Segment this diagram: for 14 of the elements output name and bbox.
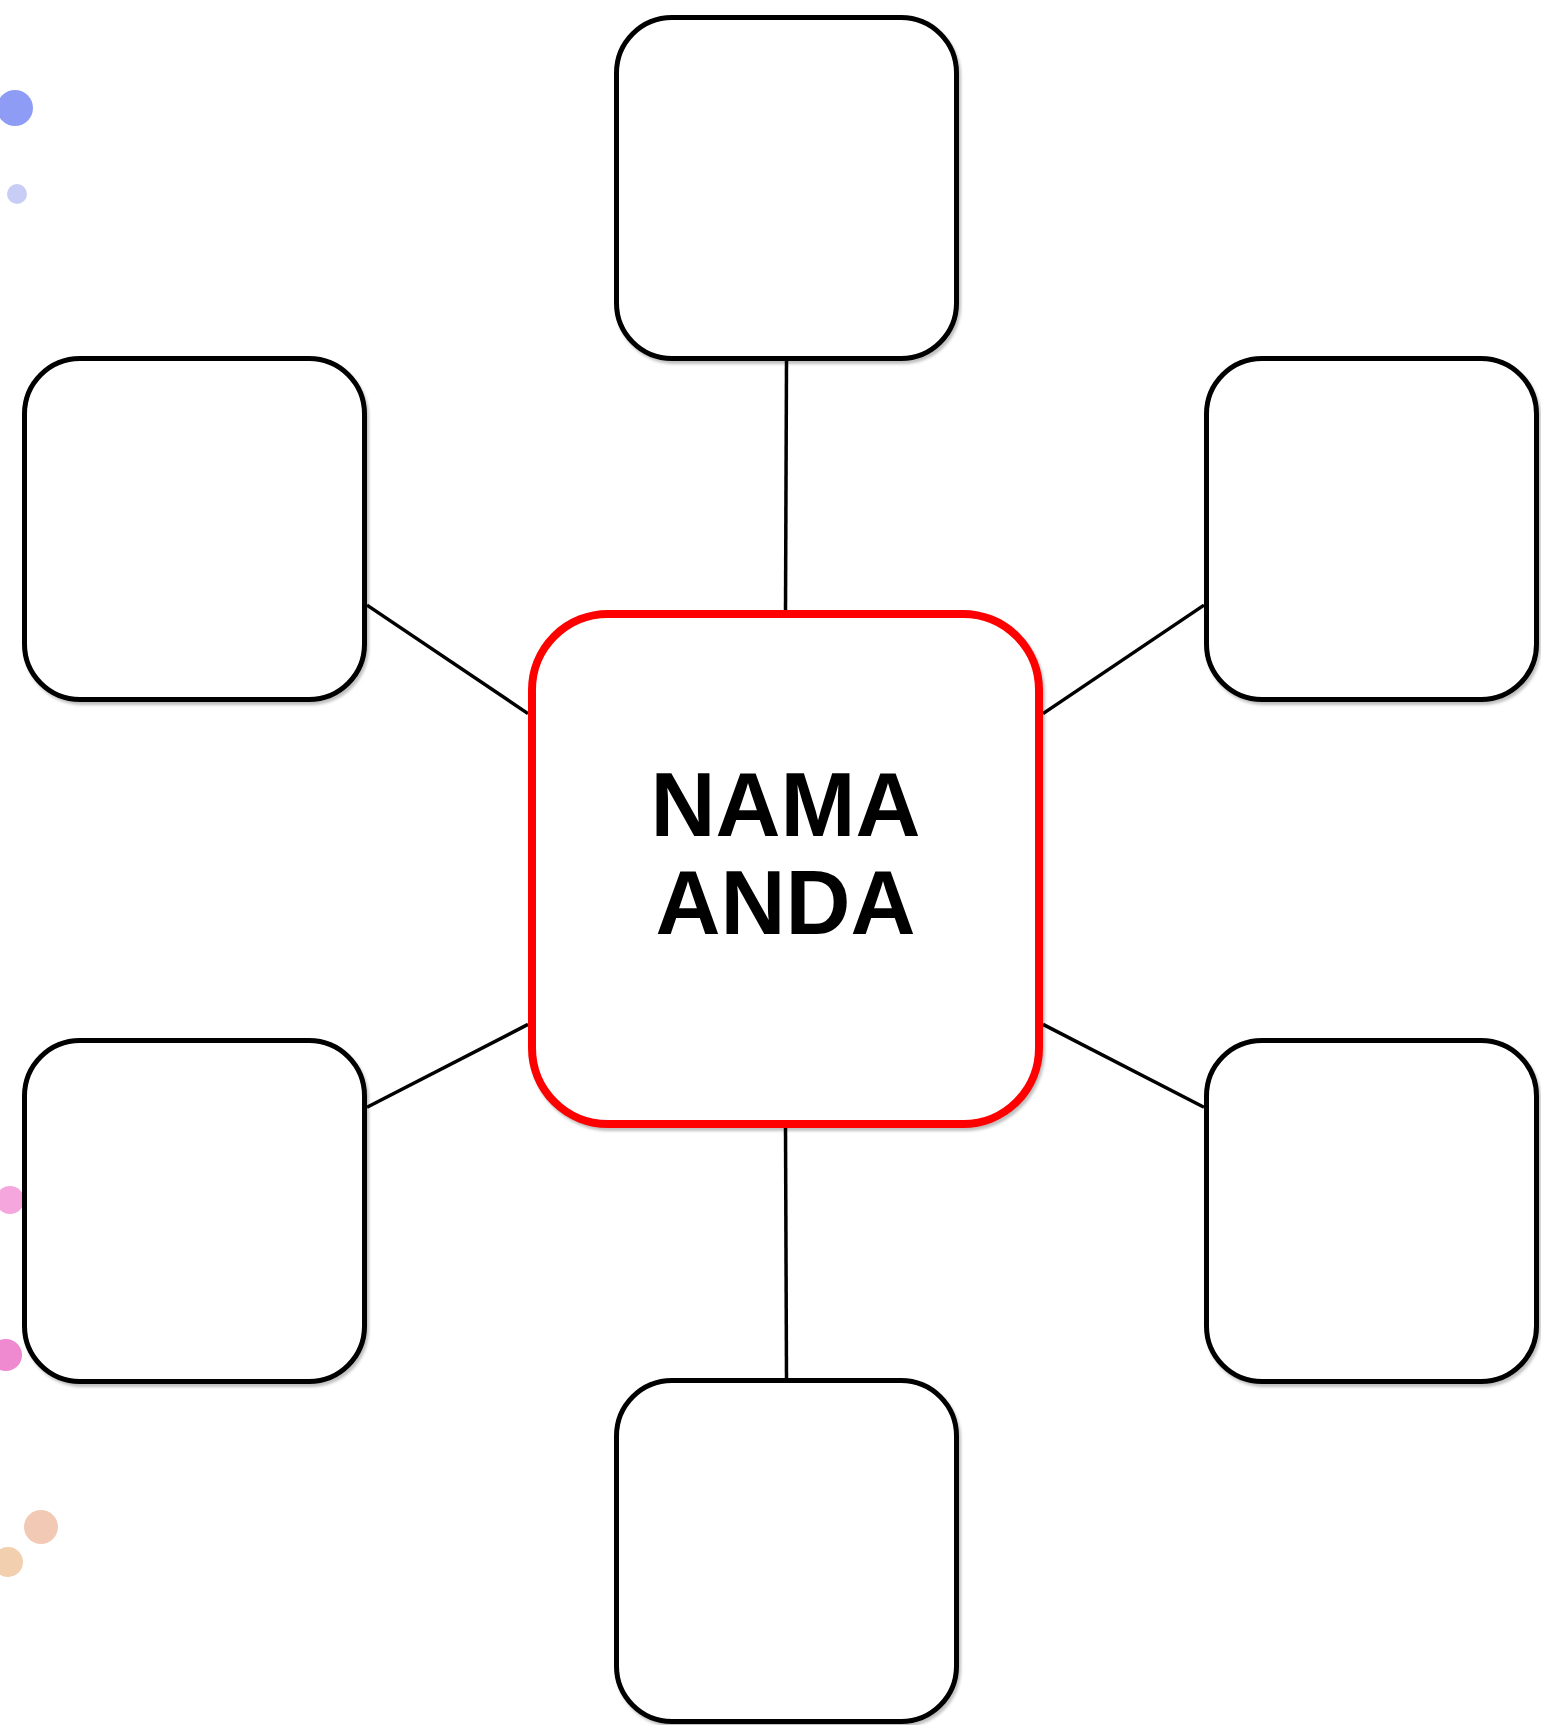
connector-line [366, 1022, 529, 1109]
connector-line [1042, 603, 1205, 716]
empty-box [1204, 356, 1539, 702]
connector-line [783, 361, 789, 610]
empty-box [1204, 1038, 1539, 1384]
connector-line [366, 603, 529, 716]
empty-box [22, 356, 367, 702]
empty-box [22, 1038, 367, 1384]
central-title: NAMA ANDA [649, 756, 922, 952]
empty-box [614, 1378, 959, 1724]
connector-line [783, 1128, 789, 1378]
central-box [528, 610, 1043, 1128]
empty-box [614, 15, 959, 361]
connector-line [1042, 1022, 1205, 1109]
